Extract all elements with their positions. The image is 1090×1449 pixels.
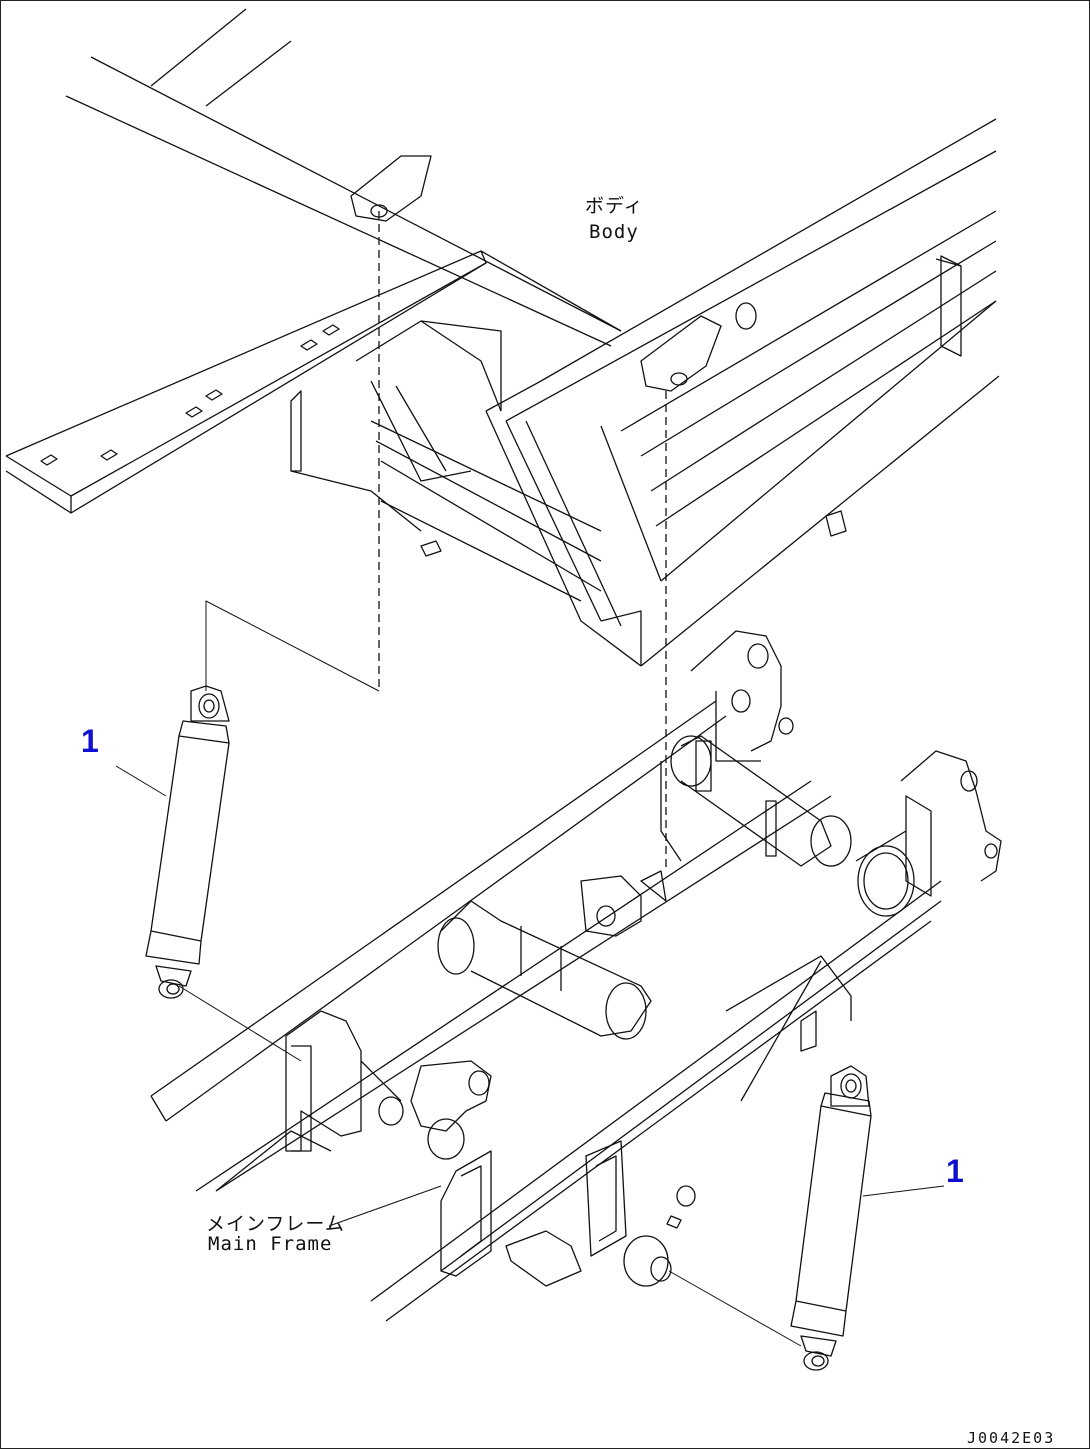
body-label-english: Body (589, 221, 639, 243)
main-frame (150, 630, 1002, 1322)
drawing-code: J0042E03 (967, 1429, 1056, 1447)
hoist-cylinder-left (145, 685, 230, 999)
main-frame-label-japanese: メインフレーム (206, 1213, 345, 1235)
body-label-japanese: ボディ (585, 195, 644, 217)
alignment-dashed-lines (378, 211, 667, 871)
part-callout-number[interactable]: 1 (946, 1153, 964, 1189)
main-frame-label-english: Main Frame (208, 1233, 333, 1255)
hoist-cylinder-right (790, 1065, 872, 1371)
leader-lines (115, 600, 945, 1347)
dump-body (5, 8, 1000, 667)
part-callout-number[interactable]: 1 (81, 723, 99, 759)
